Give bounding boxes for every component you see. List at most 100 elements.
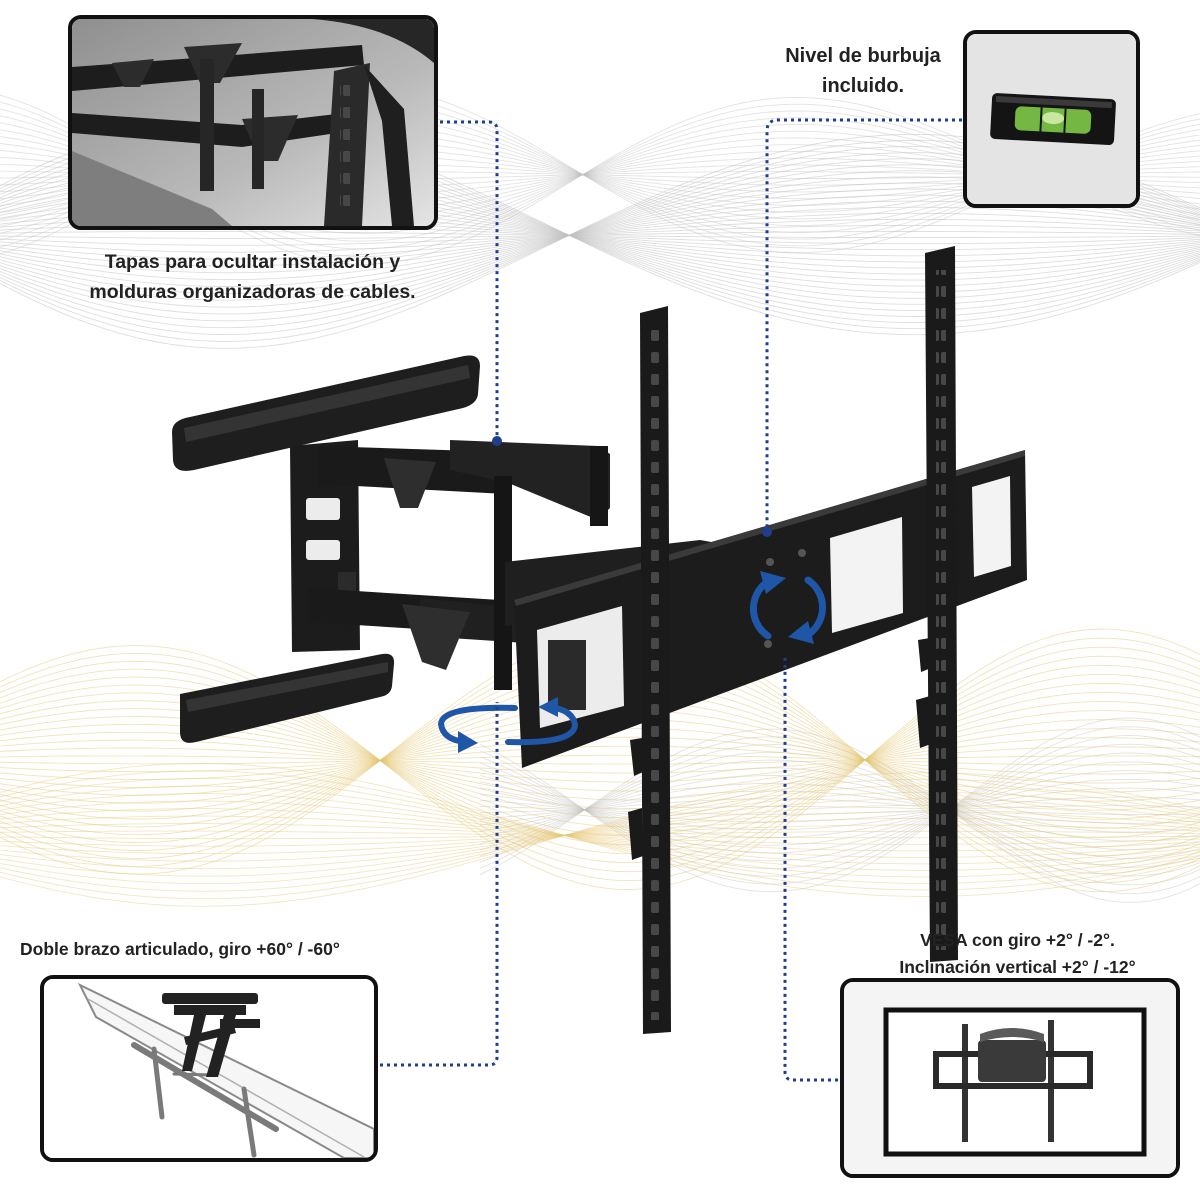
tv-wall-mount bbox=[172, 246, 1027, 1034]
wave-line bbox=[479, 744, 1200, 886]
label-bubble-level-line2: incluido. bbox=[821, 75, 905, 97]
arm-top-view bbox=[162, 993, 260, 1077]
wave-line bbox=[0, 785, 1200, 892]
cable-cover-cap bbox=[384, 458, 436, 508]
closeup-post bbox=[252, 89, 264, 189]
wave-line bbox=[479, 806, 1200, 816]
wave-line bbox=[0, 823, 1200, 845]
label-bubble-level-line1: Nivel de burbuja bbox=[785, 45, 941, 67]
rail-hook bbox=[918, 638, 931, 672]
wave-line bbox=[0, 778, 1200, 900]
closeup-diagonal-arm bbox=[364, 65, 414, 226]
wave-line bbox=[479, 743, 1200, 869]
bubble-level-image bbox=[967, 34, 1136, 204]
closeup-rail-slots bbox=[340, 83, 350, 213]
wave-line bbox=[0, 655, 1200, 864]
wave-line bbox=[479, 767, 1200, 859]
label-cable-covers-line2: molduras organizadoras de cables. bbox=[89, 281, 416, 303]
tv-panel-outline bbox=[77, 982, 374, 1158]
wave-line bbox=[0, 778, 1200, 884]
circular-rotate-arrows-icon bbox=[749, 571, 827, 644]
inset-cable-covers bbox=[68, 15, 438, 230]
front-rail-right bbox=[1048, 1020, 1054, 1142]
wave-line bbox=[479, 778, 1200, 838]
label-double-arm-text: Doble brazo articulado, giro +60° / -60° bbox=[20, 939, 340, 959]
rail-slots bbox=[650, 330, 660, 1020]
wave-line bbox=[0, 737, 1200, 783]
rail-hook bbox=[916, 696, 931, 748]
wave-line bbox=[0, 815, 1200, 852]
upright-slot bbox=[306, 540, 340, 560]
wave-line bbox=[0, 763, 1200, 897]
wave-line bbox=[479, 805, 1200, 815]
wave-line bbox=[479, 761, 1200, 854]
wave-line bbox=[479, 782, 1200, 842]
label-cable-covers: Tapas para ocultar instalación y moldura… bbox=[50, 247, 455, 307]
label-bubble-level: Nivel de burbuja incluido. bbox=[763, 41, 963, 101]
wall-plate-bottom-face bbox=[186, 662, 388, 712]
upright-slot bbox=[306, 498, 340, 520]
wave-line bbox=[0, 798, 1200, 877]
leader-line-double-arm bbox=[380, 702, 499, 1067]
vesa-plate-window bbox=[972, 476, 1011, 577]
wave-line bbox=[479, 796, 1200, 823]
wave-line bbox=[0, 772, 1200, 907]
wave-line bbox=[0, 231, 1200, 239]
wave-line bbox=[0, 824, 1200, 847]
wave-line bbox=[0, 793, 1200, 871]
vesa-front-image bbox=[844, 982, 1176, 1174]
inset-bubble-level bbox=[963, 30, 1140, 208]
wave-line bbox=[0, 830, 1200, 839]
vesa-hole bbox=[764, 640, 772, 648]
arm-pivot bbox=[590, 446, 608, 526]
wave-line bbox=[0, 646, 1200, 873]
wave-line bbox=[479, 734, 1200, 877]
wave-line bbox=[0, 808, 1200, 858]
arm-closeup-image bbox=[72, 19, 434, 226]
wave-line bbox=[0, 736, 1200, 784]
wave-line bbox=[0, 746, 1200, 774]
leader-line-bubble-level bbox=[765, 118, 962, 528]
wave-line bbox=[0, 830, 1200, 840]
wave-line bbox=[0, 745, 1200, 775]
double-arm-image bbox=[44, 979, 374, 1158]
inset-double-arm bbox=[40, 975, 378, 1162]
closeup-cap bbox=[112, 59, 154, 87]
closeup-post bbox=[200, 59, 214, 191]
leader-line-cable-covers bbox=[440, 120, 499, 438]
front-arm-block bbox=[978, 1040, 1046, 1082]
wave-line bbox=[0, 770, 1200, 891]
label-vesa-line2: Inclinación vertical +2° / -12° bbox=[899, 957, 1136, 977]
label-vesa-line1: VESA con giro +2° / -2°. bbox=[920, 930, 1115, 950]
rail-hook bbox=[630, 738, 643, 776]
wave-line bbox=[0, 224, 1200, 246]
horizontal-rotate-arrows-icon bbox=[437, 697, 579, 753]
wave-line bbox=[0, 755, 1200, 765]
wave-line bbox=[0, 791, 1200, 885]
leader-lines bbox=[380, 118, 962, 1082]
wave-line bbox=[0, 811, 1200, 862]
leader-dot bbox=[762, 527, 772, 537]
wave-line bbox=[0, 785, 1200, 878]
closeup-wall-plate bbox=[312, 19, 434, 63]
upper-arm-outer bbox=[450, 440, 610, 520]
bubble-level-icon bbox=[990, 93, 1116, 146]
wave-line bbox=[0, 218, 1200, 253]
wave-line bbox=[479, 787, 1200, 831]
vesa-hole bbox=[766, 558, 774, 566]
wall-plate-top-face bbox=[184, 365, 470, 442]
wave-line bbox=[0, 231, 1200, 239]
label-cable-covers-line1: Tapas para ocultar instalación y bbox=[104, 251, 401, 273]
vesa-hole bbox=[798, 549, 806, 557]
arm-pivot bbox=[494, 476, 512, 690]
leader-dot bbox=[492, 436, 502, 446]
wave-line bbox=[0, 817, 1200, 855]
wave-line bbox=[0, 637, 1200, 882]
arm-behind-window bbox=[548, 640, 586, 710]
wave-line bbox=[0, 206, 1200, 267]
inset-vesa bbox=[840, 978, 1180, 1178]
wave-line bbox=[0, 800, 1200, 865]
cable-cover-cap bbox=[402, 604, 470, 670]
label-double-arm: Doble brazo articulado, giro +60° / -60° bbox=[20, 937, 340, 961]
